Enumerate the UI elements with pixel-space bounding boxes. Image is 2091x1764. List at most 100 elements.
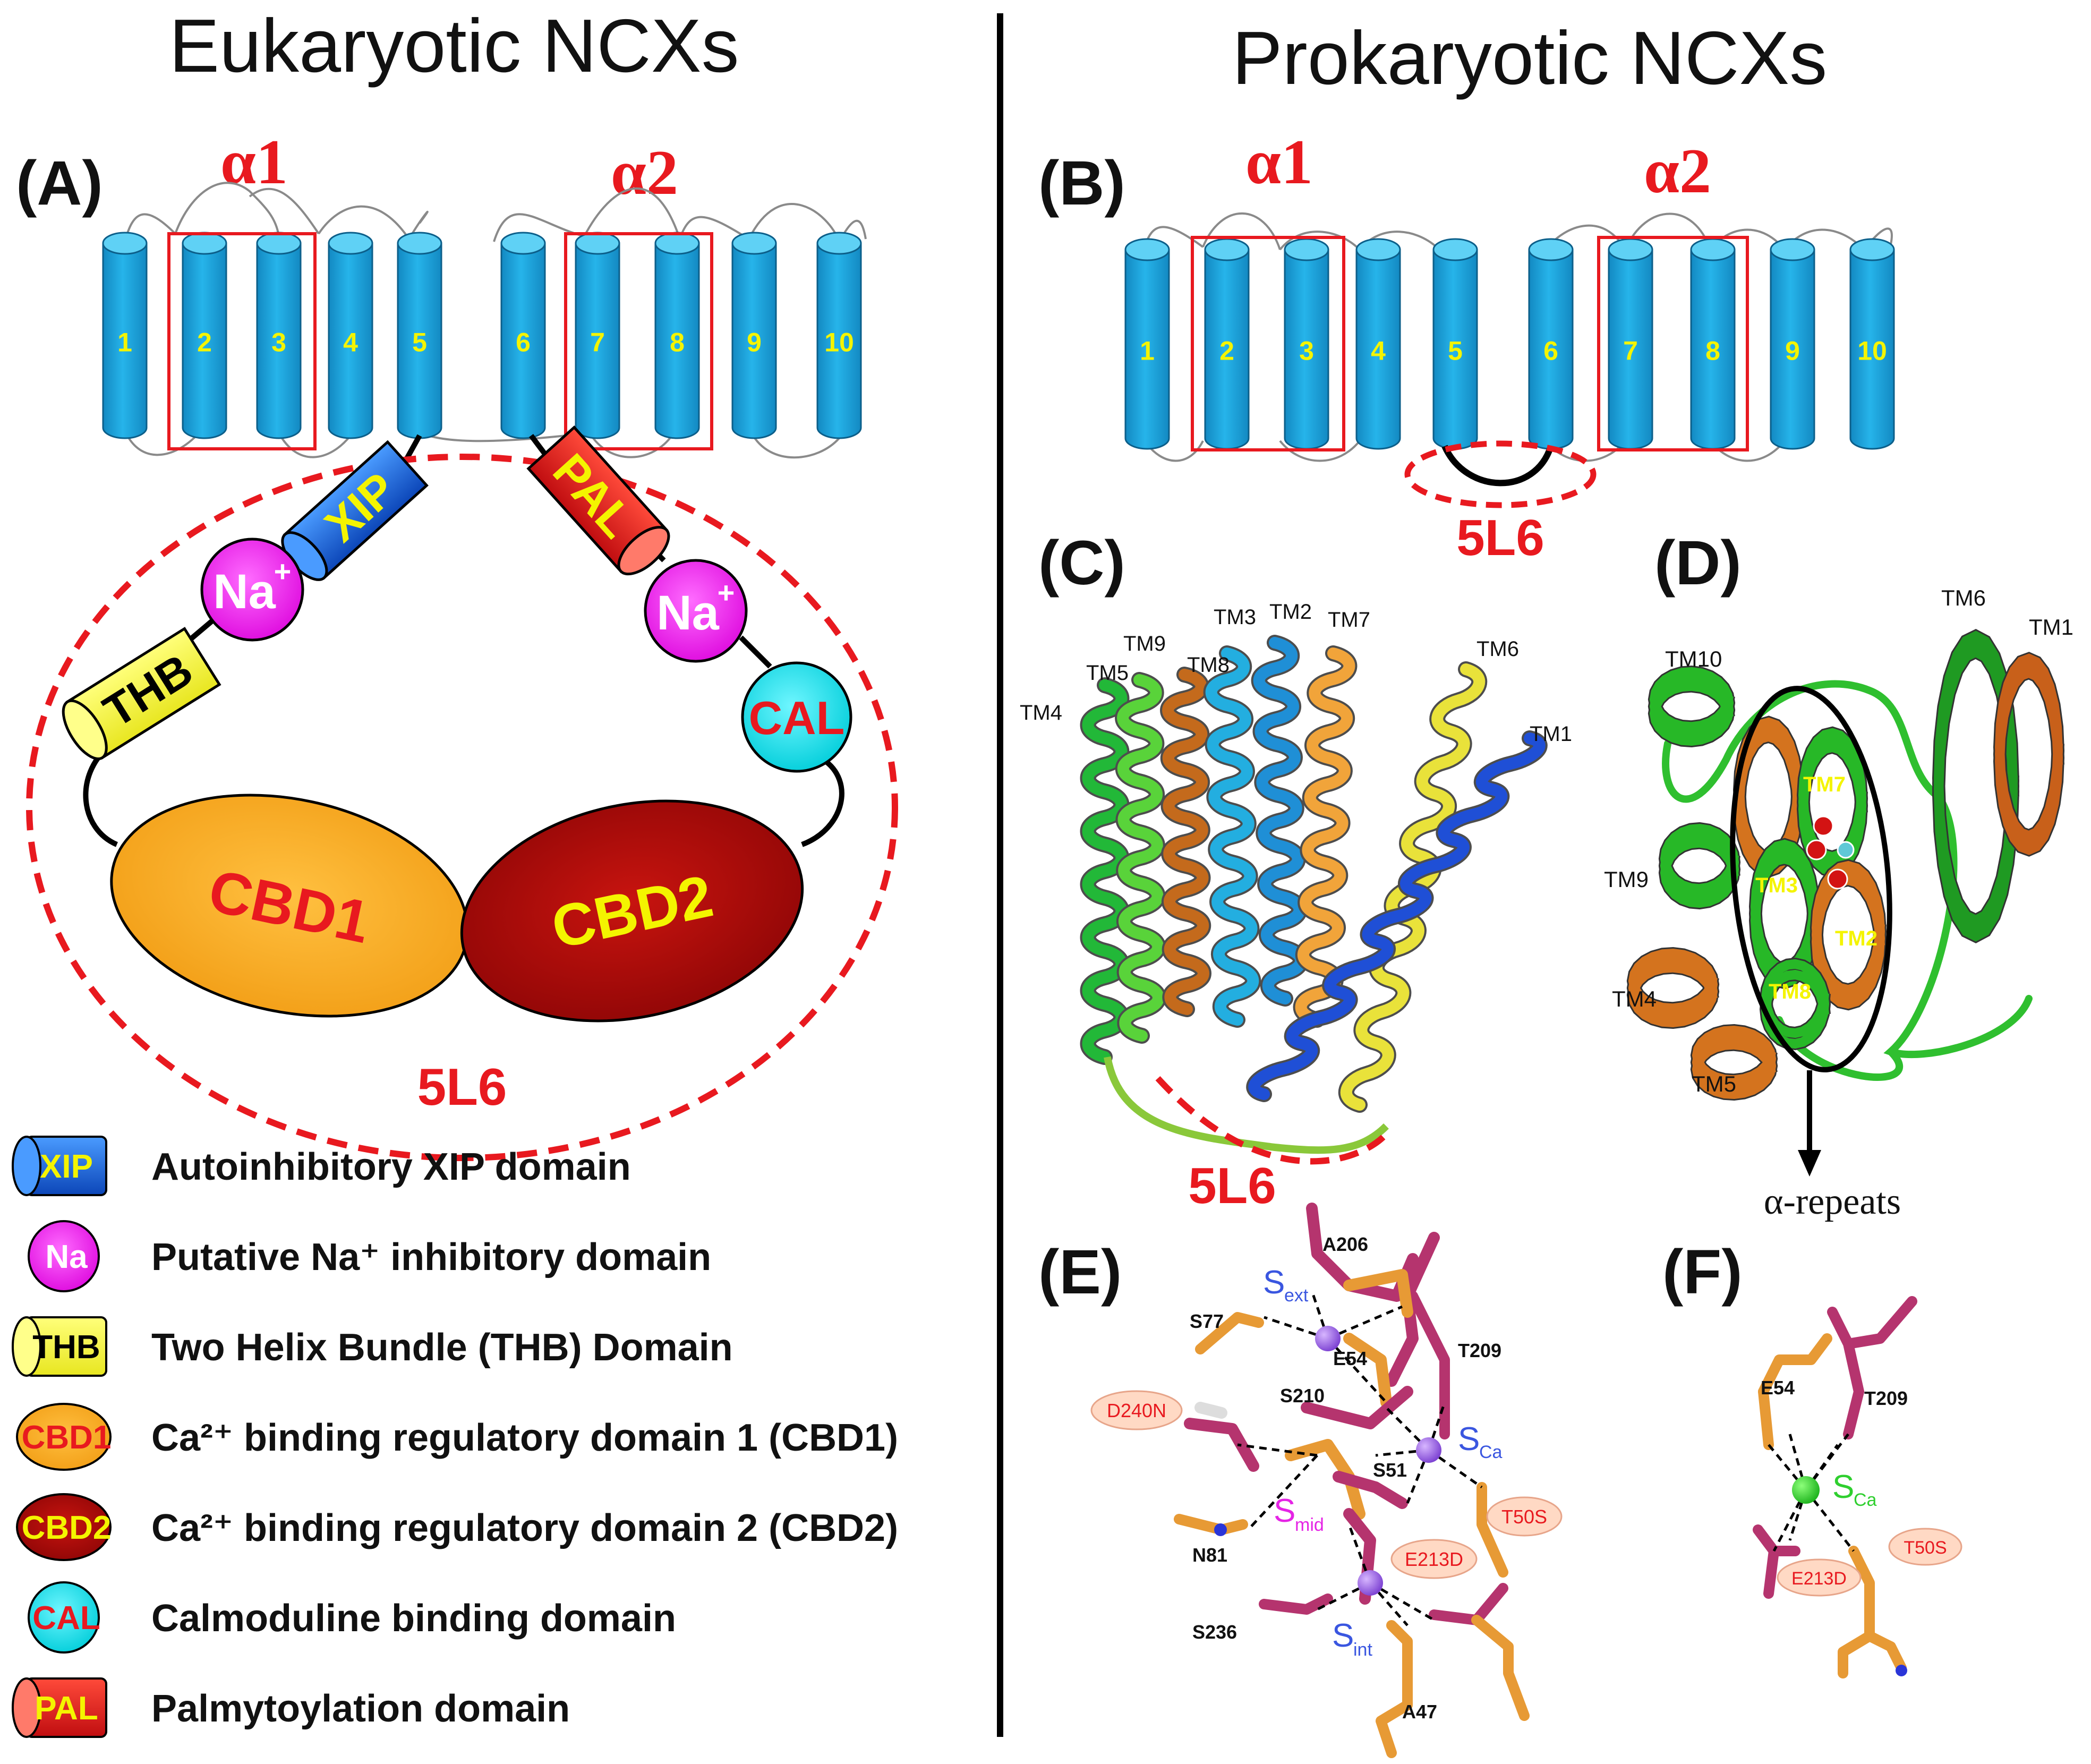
panel-f-ion-ca bbox=[1792, 1476, 1820, 1504]
panel-b-5l6-label: 5L6 bbox=[1456, 509, 1544, 566]
panel-d-helix-tm1 bbox=[1994, 653, 2063, 855]
panel-a-helix-number-3: 3 bbox=[271, 328, 286, 357]
panel-f-sticks bbox=[1753, 1296, 1917, 1678]
legend-icon-xip: XIP bbox=[12, 1136, 107, 1196]
panel-c-5l6-label: 5L6 bbox=[1188, 1157, 1276, 1214]
panel-d-structure: α-repeats TM10 TM6 TM1 TM7 TM9 TM3 TM2 T… bbox=[1604, 585, 2073, 1222]
panel-a-5l6-ellipse bbox=[26, 454, 898, 1161]
legend-icon-label-cbd2: CBD2 bbox=[22, 1510, 112, 1546]
panel-f-nitrogen bbox=[1896, 1665, 1907, 1676]
panel-c-helix-8 bbox=[1248, 732, 1546, 1100]
panel-a-helix-number-7: 7 bbox=[590, 328, 605, 357]
panel-e-ion-ca bbox=[1416, 1437, 1441, 1463]
panel-d-helix-tm5 bbox=[1692, 1025, 1777, 1100]
panel-b-helix-number-2: 2 bbox=[1219, 336, 1234, 366]
panel-f-e213d-tag: E213D bbox=[1777, 1558, 1862, 1597]
panel-b-helix-number-8: 8 bbox=[1705, 336, 1720, 366]
svg-text:E213D: E213D bbox=[1791, 1569, 1847, 1589]
panel-e-ion-ext bbox=[1315, 1326, 1341, 1351]
na-domain-left: Na + bbox=[200, 538, 304, 642]
legend-text-xip: Autoinhibitory XIP domain bbox=[151, 1146, 631, 1188]
na-sup-right: + bbox=[718, 576, 735, 609]
legend-item-na: Na Putative Na⁺ inhibitory domain bbox=[28, 1220, 711, 1292]
panel-d-helix-tm7 bbox=[1798, 728, 1867, 876]
panel-d-tm9: TM9 bbox=[1604, 867, 1649, 892]
panel-b-helix-2: 2 bbox=[1204, 238, 1250, 450]
panel-d-tm10: TM10 bbox=[1665, 646, 1722, 671]
panel-d-alpha-repeats-label: α-repeats bbox=[1764, 1181, 1901, 1222]
alpha2-box-a bbox=[564, 232, 713, 450]
cal-domain: CAL bbox=[741, 661, 852, 773]
panel-b-helix-number-1: 1 bbox=[1140, 336, 1155, 366]
panel-a-helix-8: 8 bbox=[654, 232, 700, 439]
alpha1-box-a bbox=[167, 232, 317, 450]
legend-text-thb: Two Helix Bundle (THB) Domain bbox=[151, 1326, 733, 1369]
panel-b-helix-number-9: 9 bbox=[1785, 336, 1800, 366]
legend-text-cbd1: Ca²⁺ binding regulatory domain 1 (CBD1) bbox=[151, 1417, 898, 1459]
panel-label-d: (D) bbox=[1654, 528, 1742, 598]
panel-d-ions bbox=[1806, 815, 1855, 890]
panel-e-s51: S51 bbox=[1373, 1459, 1407, 1481]
panel-b-helix-8: 8 bbox=[1690, 238, 1736, 450]
na-domain-right: Na + bbox=[644, 559, 748, 663]
panel-e-ion-int bbox=[1358, 1570, 1383, 1596]
panel-e-s-mid-sub: mid bbox=[1295, 1515, 1324, 1535]
panel-c-label-tm5: TM5 bbox=[1086, 661, 1129, 685]
svg-text:T50S: T50S bbox=[1904, 1538, 1947, 1558]
panel-b-helix-number-5: 5 bbox=[1448, 336, 1463, 366]
panel-a-helix-10: 10 bbox=[816, 232, 862, 439]
panel-label-e: (E) bbox=[1038, 1237, 1122, 1307]
svg-text:D240N: D240N bbox=[1107, 1400, 1166, 1421]
xip-domain: XIP bbox=[281, 440, 429, 581]
panel-c-ribbons bbox=[1080, 635, 1548, 1113]
panel-a-helix-number-9: 9 bbox=[747, 328, 762, 357]
panel-b-helix-6: 6 bbox=[1528, 238, 1574, 450]
na-label-right: Na bbox=[656, 586, 719, 640]
panel-f-e54: E54 bbox=[1761, 1377, 1795, 1399]
panel-e-a206: A206 bbox=[1322, 1233, 1368, 1255]
panel-a-helix-9: 9 bbox=[731, 232, 777, 439]
panel-e-s-ca: S bbox=[1458, 1421, 1480, 1458]
panel-f-t209: T209 bbox=[1864, 1387, 1908, 1409]
panel-c-label-tm8: TM8 bbox=[1187, 653, 1230, 677]
panel-d-ribbons bbox=[1626, 629, 2065, 1101]
panel-d-helix-tm3 bbox=[1750, 839, 1819, 988]
svg-text:T50S: T50S bbox=[1501, 1506, 1547, 1528]
legend-icon-na: Na bbox=[28, 1220, 100, 1292]
panel-a-helix-number-8: 8 bbox=[670, 328, 685, 357]
panel-d-helix-core-a bbox=[1734, 717, 1803, 876]
legend-text-na: Putative Na⁺ inhibitory domain bbox=[151, 1236, 711, 1279]
panel-b-helix-number-3: 3 bbox=[1299, 336, 1314, 366]
panel-a-helix-number-6: 6 bbox=[516, 328, 531, 357]
panel-e-s-int-sub: int bbox=[1353, 1640, 1372, 1660]
panel-d-repeat-ellipse bbox=[1730, 686, 1892, 1072]
panel-a-helix-3: 3 bbox=[256, 232, 302, 439]
panel-c-helix-6 bbox=[1295, 647, 1355, 1026]
panel-e-s210: S210 bbox=[1280, 1385, 1325, 1407]
panel-c-label-tm4: TM4 bbox=[1020, 701, 1062, 725]
heading-prokaryotic: Prokaryotic NCXs bbox=[1232, 16, 1827, 100]
legend-icon-label-na: Na bbox=[45, 1239, 88, 1275]
legend-item-thb: THB Two Helix Bundle (THB) Domain bbox=[12, 1316, 733, 1377]
panel-c-helix-2 bbox=[1117, 674, 1164, 1042]
legend-text-pal: Palmytoylation domain bbox=[151, 1688, 570, 1730]
na-sup-left: + bbox=[274, 555, 292, 588]
panel-c-helix-1 bbox=[1082, 679, 1128, 1063]
panel-b-helix-9: 9 bbox=[1770, 238, 1815, 450]
legend-icon-thb: THB bbox=[12, 1316, 107, 1377]
panel-d-arrow-head bbox=[1798, 1150, 1821, 1177]
panel-d-tm8: TM8 bbox=[1769, 980, 1811, 1003]
panel-e-e54: E54 bbox=[1333, 1348, 1367, 1369]
legend-icon-label-xip: XIP bbox=[40, 1148, 93, 1185]
panel-f-binding-site: E54 T209 S Ca T50S E213D bbox=[1753, 1296, 1962, 1678]
panel-d-helix-tm6 bbox=[1933, 630, 2018, 942]
panel-d-helix-tm9 bbox=[1660, 823, 1739, 908]
panel-d-tm6: TM6 bbox=[1941, 585, 1986, 610]
cal-label: CAL bbox=[749, 692, 845, 744]
